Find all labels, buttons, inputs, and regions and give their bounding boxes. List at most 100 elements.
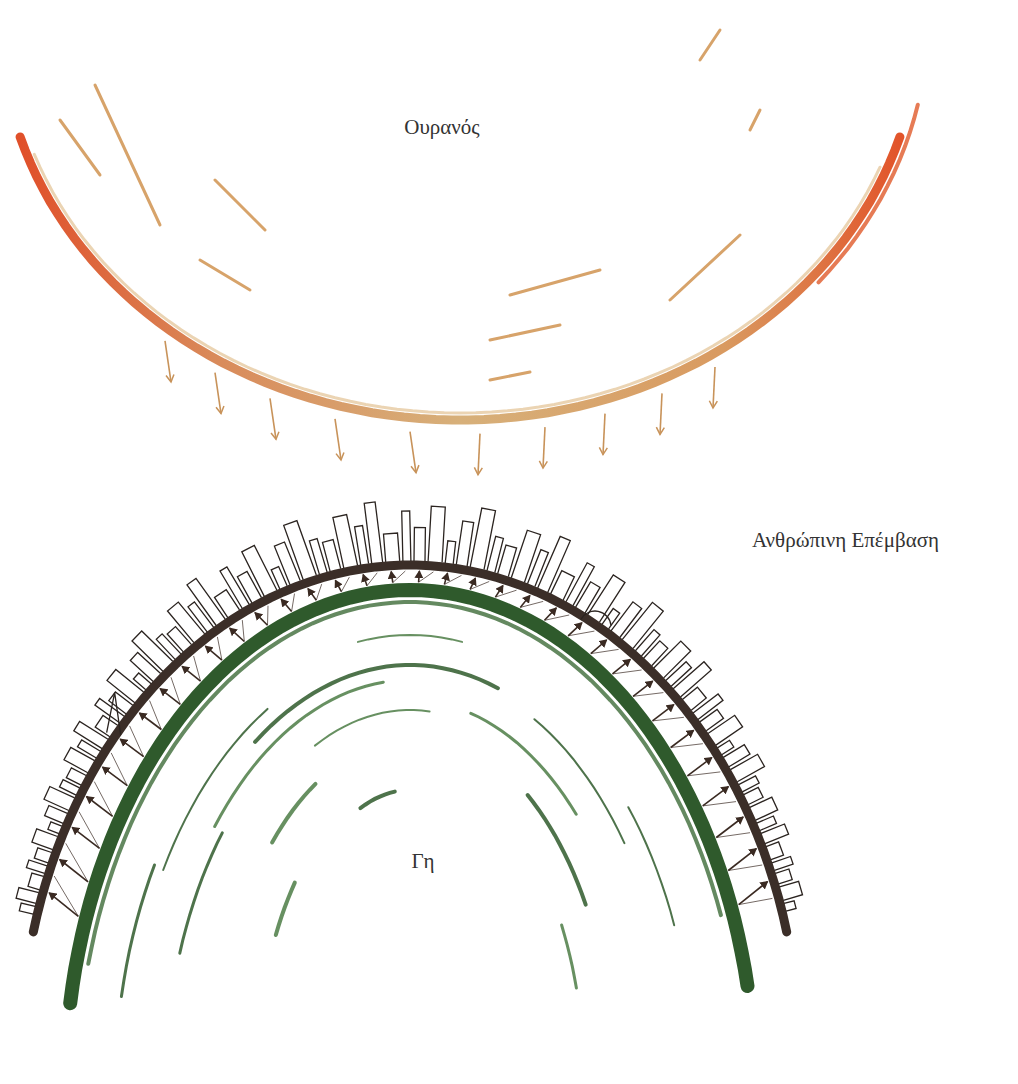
building-outline — [654, 641, 691, 678]
building-outline — [487, 536, 503, 572]
building-outline — [237, 572, 261, 603]
building-outline — [772, 857, 793, 871]
building-outline — [730, 754, 764, 782]
radiation-arrow — [335, 419, 341, 460]
intervention-arrow — [182, 666, 200, 681]
sky-arc — [20, 30, 918, 475]
building-outline — [74, 722, 108, 749]
hatch-line — [419, 572, 434, 582]
sky-brush-stroke — [700, 30, 720, 60]
hatch-line — [687, 772, 720, 776]
region-label: Ανθρώπινη Επέμβαση — [752, 528, 939, 553]
radiation-arrow — [215, 373, 221, 414]
building-outline — [682, 687, 706, 710]
sky-brush-stroke — [60, 120, 100, 175]
earth-brush-stroke — [360, 792, 394, 809]
intervention-arrow — [739, 882, 768, 905]
hatch-line — [111, 753, 127, 786]
building-outline — [130, 652, 160, 681]
intervention-arrow — [728, 849, 756, 871]
building-outline — [538, 536, 571, 592]
sky-stroke — [819, 105, 918, 282]
earth-brush-stroke — [121, 865, 154, 996]
radiation-arrow — [713, 367, 715, 408]
sky-brush-stroke — [750, 110, 760, 130]
intervention-arrow — [230, 628, 245, 641]
hatch-line — [341, 577, 349, 592]
intervention-arrow — [308, 589, 316, 601]
radiation-arrow — [410, 432, 416, 473]
building-outline — [511, 530, 540, 582]
building-outline — [445, 541, 456, 564]
building-outline — [355, 526, 369, 565]
radiation-arrow — [270, 398, 276, 439]
radiation-arrow — [478, 434, 480, 475]
building-outline — [44, 787, 75, 811]
sky-brush-stroke — [670, 235, 740, 300]
building-outline — [187, 578, 225, 625]
building-outline — [644, 641, 668, 666]
dome-outline — [581, 611, 611, 625]
hatch-line — [591, 649, 619, 653]
hatch-line — [66, 843, 88, 882]
building-outline — [167, 627, 191, 652]
building-outline — [761, 824, 789, 844]
earth-brush-stroke — [272, 784, 315, 843]
human-band-stroke — [33, 565, 786, 932]
hatch-line — [520, 601, 543, 607]
building-outline — [775, 869, 792, 884]
building-outline — [323, 540, 341, 572]
building-outline — [766, 842, 783, 860]
building-outline — [215, 590, 240, 618]
earth-arc — [70, 590, 747, 1003]
intervention-arrow — [391, 572, 393, 583]
building-outline — [309, 539, 327, 575]
building-outline — [60, 780, 80, 795]
building-outline — [284, 521, 317, 580]
hatch-line — [94, 782, 112, 817]
hatch-line — [716, 833, 750, 838]
earth-brush-stroke — [315, 710, 430, 746]
building-outline — [666, 662, 692, 687]
building-outline — [133, 673, 151, 690]
region-label: Ουρανός — [404, 115, 479, 140]
earth-brush-stroke — [628, 807, 674, 925]
intervention-arrow — [72, 827, 99, 848]
intervention-arrow — [281, 599, 291, 611]
hatch-line — [79, 812, 99, 849]
building-outline — [414, 528, 425, 562]
hatch-line — [194, 656, 201, 681]
earth-brush-stroke — [276, 883, 295, 935]
building-outline — [78, 740, 101, 758]
building-outline — [28, 873, 44, 890]
intervention-arrow — [87, 797, 113, 817]
earth-brush-stroke — [528, 795, 586, 905]
intervention-arrow — [418, 571, 420, 582]
hatch-line — [613, 670, 642, 674]
building-outline — [156, 634, 181, 660]
building-outline — [333, 515, 358, 569]
hatch-line — [171, 677, 180, 704]
sky-brush-stroke — [95, 85, 160, 225]
building-outline — [34, 848, 51, 863]
building-outline — [611, 602, 642, 638]
sky-stroke — [20, 137, 900, 420]
earth-brush-stroke — [180, 833, 223, 953]
region-label: Γη — [411, 849, 434, 874]
hatch-line — [568, 631, 594, 636]
intervention-arrow — [653, 705, 674, 721]
building-outline — [384, 533, 400, 562]
sky-brush-stroke — [510, 270, 600, 295]
building-outline — [16, 888, 39, 904]
intervention-arrow — [103, 767, 128, 786]
radiation-arrow — [603, 414, 605, 455]
earth-brush-stroke — [255, 665, 498, 742]
hatch-line — [671, 744, 703, 748]
hatch-line — [633, 693, 663, 697]
hatch-line — [292, 594, 295, 612]
building-outline — [64, 747, 95, 772]
sky-brush-stroke — [490, 372, 530, 380]
building-outline — [364, 502, 382, 564]
earth-stroke — [70, 590, 747, 1003]
building-outline — [635, 630, 660, 656]
